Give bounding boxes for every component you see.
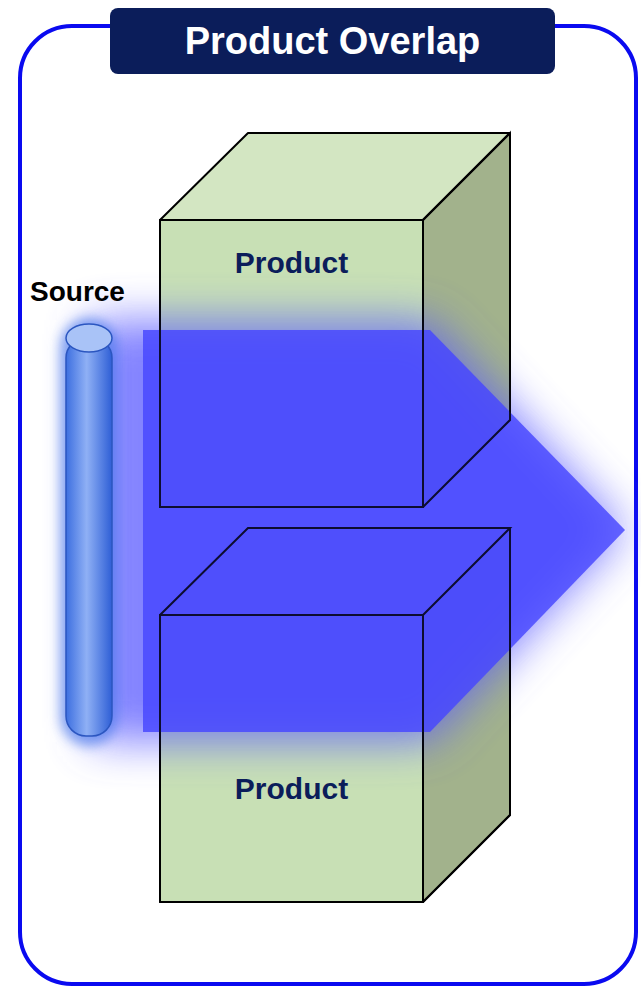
box-edges	[160, 133, 510, 902]
title-box: Product Overlap	[110, 8, 555, 74]
frame	[20, 26, 636, 984]
product-node: Product	[160, 615, 423, 902]
product-label: Product	[235, 246, 348, 280]
title-text: Product Overlap	[185, 20, 481, 63]
product-label: Product	[235, 772, 348, 806]
tube-glow	[60, 318, 118, 746]
product-node: Product	[160, 220, 423, 507]
beam-arrow	[143, 330, 625, 732]
source-node: Source	[22, 276, 152, 746]
source-tube	[66, 324, 112, 736]
beam-glow	[90, 320, 625, 742]
source-label: Source	[30, 276, 125, 308]
